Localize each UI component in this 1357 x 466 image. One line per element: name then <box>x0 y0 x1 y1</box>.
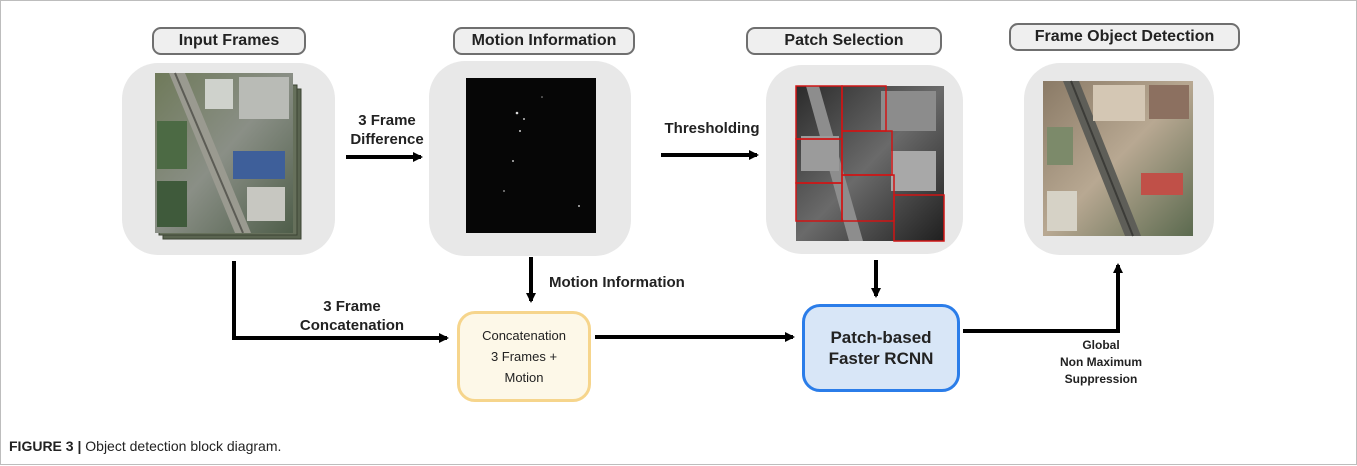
concatenation-line-3: Motion <box>504 370 544 385</box>
caption-text: Object detection block diagram. <box>81 438 282 454</box>
figure-caption: FIGURE 3 | Object detection block diagra… <box>9 438 281 454</box>
arrow-concatenation <box>232 261 449 343</box>
concatenation-box: Concatenation 3 Frames + Motion <box>457 311 591 402</box>
motion-information-edge-label: Motion Information <box>549 274 685 291</box>
input-frames-label: Input Frames <box>152 27 306 55</box>
three-frame-concatenation-line-2: Concatenation <box>299 317 405 334</box>
frame-object-detection-label: Frame Object Detection <box>1009 23 1240 51</box>
patch-selection-image <box>795 85 945 242</box>
motion-information-image <box>466 78 596 233</box>
global-nms-label: Global Non Maximum Suppression <box>1031 337 1171 388</box>
caption-label: FIGURE 3 | <box>9 438 82 454</box>
concatenation-line-1: Concatenation <box>482 328 566 343</box>
three-frame-difference-line-2: Difference <box>350 131 424 148</box>
arrow-nms <box>963 263 1123 333</box>
patch-selection-label: Patch Selection <box>746 27 942 55</box>
three-frame-difference-label: 3 Frame Difference <box>341 111 433 149</box>
global-nms-line-1: Global <box>1082 338 1120 352</box>
faster-rcnn-box: Patch-based Faster RCNN <box>802 304 960 392</box>
input-frames-image <box>155 72 302 240</box>
faster-rcnn-line-2: Faster RCNN <box>828 349 934 368</box>
frame-object-detection-image <box>1043 80 1193 237</box>
global-nms-line-3: Suppression <box>1064 372 1138 386</box>
faster-rcnn-line-1: Patch-based <box>830 328 932 347</box>
three-frame-difference-line-1: 3 Frame <box>358 112 416 129</box>
thresholding-label: Thresholding <box>664 120 760 137</box>
three-frame-concatenation-label: 3 Frame Concatenation <box>292 297 412 335</box>
three-frame-concatenation-line-1: 3 Frame <box>323 298 381 315</box>
concatenation-line-2: 3 Frames + <box>490 349 558 364</box>
motion-information-label: Motion Information <box>453 27 635 55</box>
global-nms-line-2: Non Maximum <box>1059 355 1142 369</box>
